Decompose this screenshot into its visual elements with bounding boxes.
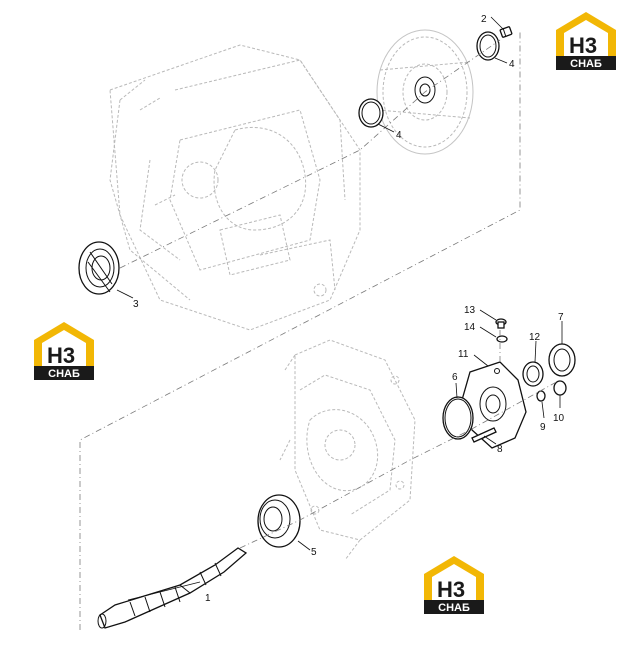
upper-housing-ghost	[109, 44, 361, 331]
watermark-caption: CHAБ	[570, 58, 602, 70]
snap-ring-upper	[476, 31, 500, 61]
callout-labels: 1 2 3 4 4 5 6 7 8 9 10 11 12 13 14	[133, 14, 565, 604]
callout-13: 13	[464, 305, 476, 316]
callout-4-upper: 4	[509, 59, 515, 70]
leader-lines	[116, 16, 563, 601]
callout-5: 5	[311, 547, 317, 558]
watermark-letters: H3	[437, 577, 465, 602]
callout-10: 10	[553, 413, 565, 424]
watermark-logo-top-right: H3 CHAБ	[556, 12, 616, 70]
bearing-lower	[257, 494, 301, 548]
dowel-pin	[471, 427, 497, 443]
small-washer	[536, 390, 546, 402]
o-ring	[442, 396, 474, 440]
watermark-logo-bottom: H3 CHAБ	[424, 556, 484, 614]
screw	[495, 318, 507, 329]
watermark-logo-left: H3 CHAБ	[34, 322, 94, 380]
watermark-caption: CHAБ	[48, 368, 80, 380]
callout-9: 9	[540, 422, 546, 433]
large-gear	[376, 29, 474, 155]
callout-6: 6	[452, 372, 458, 383]
callout-4-middle: 4	[396, 130, 402, 141]
bushing	[553, 380, 567, 396]
callout-11: 11	[458, 349, 469, 360]
watermark-letters: H3	[569, 33, 597, 58]
callout-3: 3	[133, 299, 139, 310]
callout-1: 1	[205, 593, 211, 604]
callout-7: 7	[558, 312, 564, 323]
watermark-caption: CHAБ	[438, 602, 470, 614]
snap-ring-middle	[358, 98, 384, 128]
watermark-letters: H3	[47, 343, 75, 368]
callout-14: 14	[464, 322, 476, 333]
seal-outer	[548, 343, 576, 377]
lower-housing-ghost	[279, 339, 416, 561]
bearing-left	[78, 241, 120, 295]
plug	[499, 26, 513, 38]
callout-2: 2	[481, 14, 487, 25]
callout-12: 12	[529, 332, 541, 343]
seal	[522, 361, 544, 387]
splined-shaft	[97, 547, 248, 629]
assembly-axes	[79, 30, 561, 630]
callout-8: 8	[497, 444, 503, 455]
washer	[496, 335, 508, 343]
cover-plate	[461, 361, 527, 449]
